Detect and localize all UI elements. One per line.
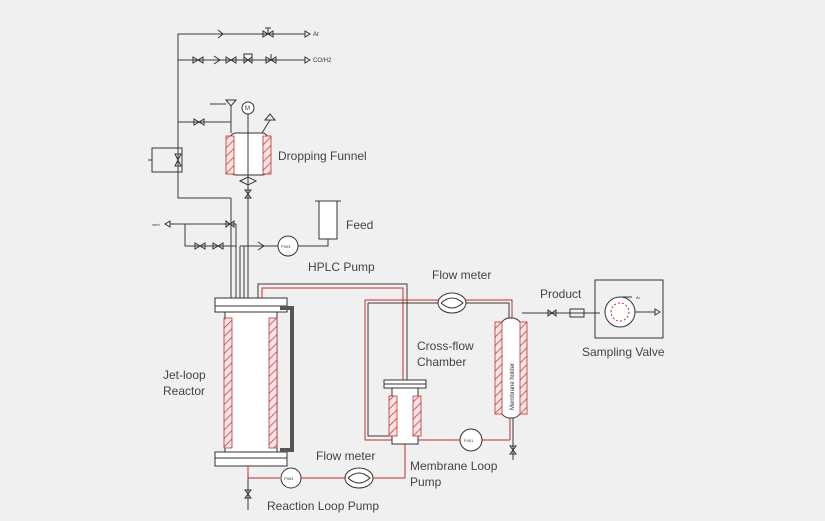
bypass-valve <box>148 147 183 173</box>
flow-meter-top <box>437 292 467 314</box>
drain-valve-icon <box>244 489 252 499</box>
dropping-funnel <box>210 99 277 300</box>
flow-meter-bottom-label: Flow meter <box>316 449 375 463</box>
relief-valve-icon <box>224 99 238 107</box>
ar-line-label: Ar <box>313 32 319 38</box>
cross-flow-label-line1: Cross-flow <box>417 339 474 353</box>
coh2-line-label: CO/H2 <box>313 58 332 64</box>
relief-valve-icon <box>263 113 277 121</box>
regulator-icon <box>243 53 253 61</box>
valve-icon <box>193 118 205 126</box>
jet-loop-label-line2: Reactor <box>163 384 205 398</box>
valve-icon <box>174 153 182 167</box>
drain-valve-icon <box>509 445 517 455</box>
coh2-line-valves <box>192 53 277 65</box>
vent-line <box>164 220 236 250</box>
sampling-valve-label: Sampling Valve <box>582 345 665 359</box>
ar-line-arrow <box>304 30 311 38</box>
membrane-loop-pump-label-line2: Pump <box>410 475 442 489</box>
feed-label: Feed <box>346 218 373 232</box>
membrane-holder: Membrane holder <box>494 317 528 455</box>
valve-icon <box>225 56 237 64</box>
hplc-pump-label: HPLC Pump <box>308 260 375 274</box>
motor-icon <box>241 101 255 115</box>
valve-icon <box>262 27 274 38</box>
jet-loop-reactor <box>214 297 294 510</box>
valve-icon <box>243 56 253 64</box>
membrane-loop-pipes <box>257 283 514 478</box>
valve-icon <box>194 242 206 250</box>
valve-icon <box>212 242 224 250</box>
check-valve-icon <box>217 29 224 39</box>
reactor-inlet-lines <box>230 198 245 300</box>
ar-line-valves <box>217 27 274 39</box>
membrane-holder-label: Membrane holder <box>510 363 516 410</box>
filter-icon <box>569 308 585 318</box>
coh2-line-arrow <box>304 56 311 64</box>
vent-label: vent <box>152 222 160 227</box>
cross-flow-chamber <box>383 379 427 445</box>
valve-icon <box>192 56 204 64</box>
pump-p401 <box>459 428 483 452</box>
jet-loop-label-line1: Jet-loop <box>163 368 206 382</box>
reaction-loop-pump-label: Reaction Loop Pump <box>267 499 379 513</box>
feed-vessel <box>298 200 341 247</box>
stirrer-icon <box>238 176 258 186</box>
vent-arrow-icon <box>164 220 171 228</box>
motor-label: M <box>245 106 250 112</box>
pump-p401-label: P401 <box>464 438 474 443</box>
pump-p304-label: P304 <box>284 476 294 481</box>
flow-meter-top-label: Flow meter <box>432 268 491 282</box>
reaction-loop <box>247 466 405 489</box>
check-valve-icon <box>213 55 221 65</box>
membrane-loop-pump-label-line1: Membrane Loop <box>410 459 498 473</box>
sampling-valve <box>594 279 664 339</box>
product-line <box>522 308 600 318</box>
check-valve-icon <box>257 241 265 251</box>
dropping-funnel-label: Dropping Funnel <box>278 149 367 163</box>
outlet-arrow-icon <box>654 308 661 316</box>
pump-p303-label: P303 <box>281 244 291 249</box>
hplc-pump <box>240 235 299 257</box>
flow-meter-bottom <box>344 467 374 489</box>
valve-icon <box>547 309 557 317</box>
valve-icon <box>265 54 277 64</box>
sampling-ar-label: Ar <box>636 295 641 300</box>
product-label: Product <box>540 287 582 301</box>
cross-flow-label-line2: Chamber <box>417 355 466 369</box>
valve-icon <box>244 189 252 199</box>
